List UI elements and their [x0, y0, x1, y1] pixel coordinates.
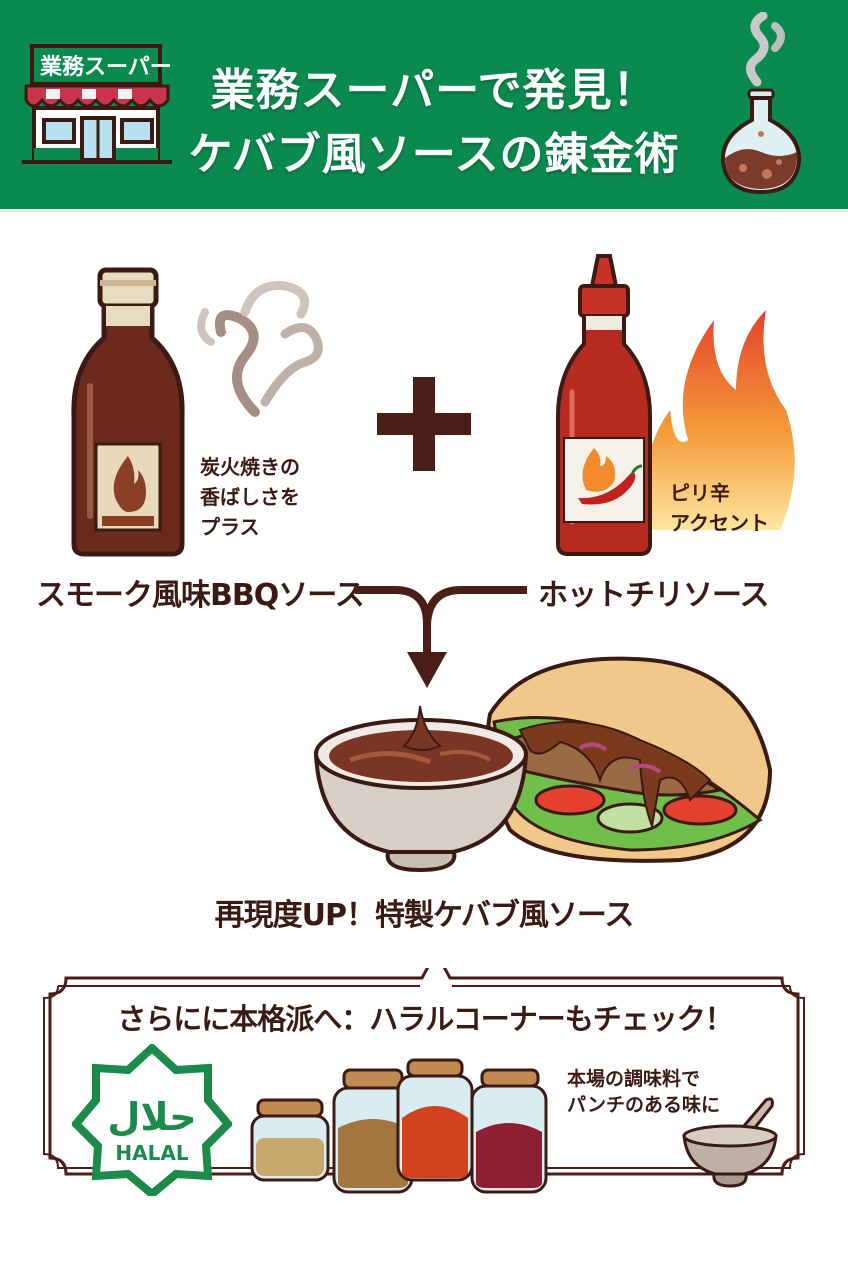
halal-badge-icon: حلال HALAL: [72, 1044, 232, 1196]
merge-arrow-icon: [355, 586, 527, 688]
alchemy-flask-icon: [720, 12, 802, 195]
mortar-and-pestle-icon: [682, 1097, 778, 1188]
page-title-line-2: ケバブ風ソースの錬金術: [188, 129, 680, 180]
spice-jars-icon: [250, 1058, 548, 1194]
bbq-note-line: 炭火焼きの: [200, 455, 300, 479]
store-sign-text: 業務スーパー: [40, 54, 172, 80]
spice-jar: [396, 1058, 474, 1182]
smoke-swirl-icon: [197, 281, 323, 417]
kebab-pita-icon: [485, 656, 773, 863]
page-title-line-1: 業務スーパーで発見！: [210, 65, 658, 116]
hot-chili-sauce-bottle-icon: [556, 254, 652, 556]
chili-note: ピリ辛 アクセント: [670, 478, 810, 538]
plus-icon: [377, 377, 471, 471]
sauce-bowl-icon: [313, 705, 529, 873]
halal-text: HALAL: [115, 1141, 188, 1165]
header-banner: 業務スーパー 業務スーパーで発見！ ケバブ風ソースの錬金術: [0, 0, 848, 212]
tip-note: 本場の調味料で パンチのある味に: [567, 1066, 767, 1118]
halal-arabic-text: حلال: [107, 1095, 196, 1139]
tip-box-heading: さらにに本格派へ：ハラルコーナーもチェック！: [117, 1002, 733, 1036]
tip-note-line: パンチのある味に: [567, 1094, 720, 1116]
bbq-note-line: 香ばしさを: [200, 485, 300, 509]
chili-note-line: ピリ辛: [670, 481, 730, 505]
bbq-sauce-label: スモーク風味BBQソース: [36, 578, 365, 613]
result-sauce-label: 再現度UP！特製ケバブ風ソース: [214, 898, 635, 933]
spice-jar: [470, 1068, 548, 1194]
bbq-note: 炭火焼きの 香ばしさを プラス: [200, 452, 360, 542]
spice-jar: [250, 1098, 330, 1182]
bbq-note-line: プラス: [200, 515, 260, 539]
chili-note-line: アクセント: [670, 511, 769, 535]
bbq-sauce-bottle-icon: [71, 267, 185, 557]
flame-icon: [645, 310, 795, 530]
hot-chili-sauce-label: ホットチリソース: [538, 578, 769, 613]
supermarket-store-icon: 業務スーパー: [22, 44, 172, 164]
tip-note-line: 本場の調味料で: [567, 1068, 701, 1090]
